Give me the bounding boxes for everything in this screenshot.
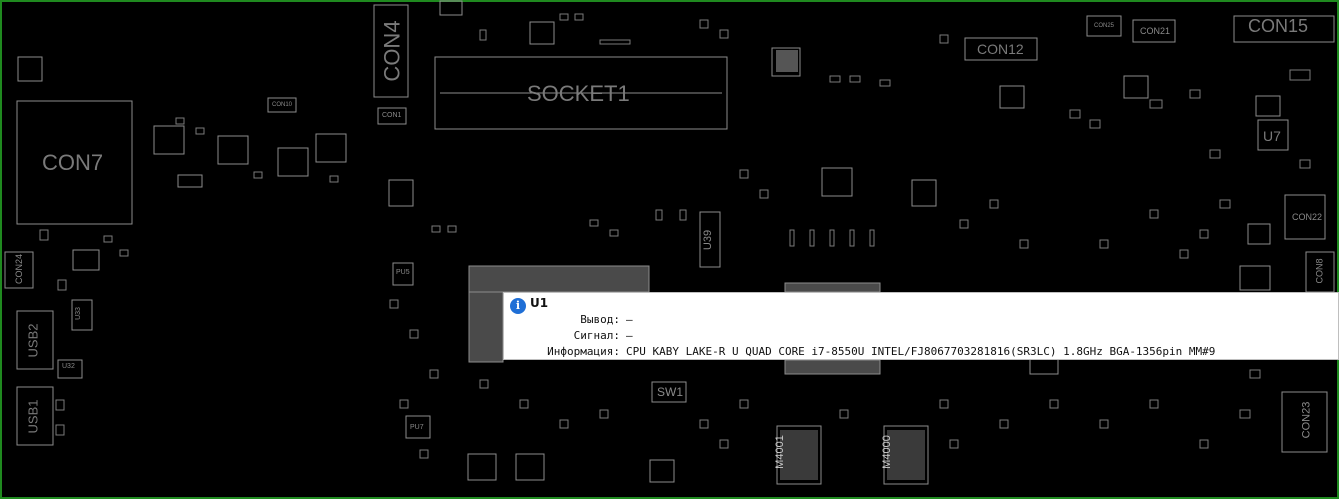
con22-label: CON22 xyxy=(1292,212,1323,222)
usb1-label: USB1 xyxy=(25,399,41,434)
con24-label: CON24 xyxy=(14,253,25,285)
u39-label: U39 xyxy=(702,229,715,251)
con25-label: CON25 xyxy=(1094,23,1115,29)
u7-label: U7 xyxy=(1263,128,1281,144)
con21-label: CON21 xyxy=(1140,26,1171,36)
socket1-label: SOCKET1 xyxy=(527,81,630,106)
tooltip-key-pin: Вывод: xyxy=(580,313,620,326)
pu7-label: PU7 xyxy=(410,424,424,431)
con7-label: CON7 xyxy=(42,150,104,175)
con23-label: CON23 xyxy=(1300,401,1313,439)
con1-label: CON1 xyxy=(382,112,402,119)
info-icon: i xyxy=(510,298,526,314)
component-info-tooltip: i U1 Вывод: — Сигнал: — Информация: CPU … xyxy=(503,292,1339,360)
con12-outline xyxy=(964,37,1038,61)
u32-label: U32 xyxy=(62,363,75,370)
tooltip-key-signal: Сигнал: xyxy=(573,329,620,342)
m4000-label: M4000 xyxy=(880,435,893,469)
con15-label: CON15 xyxy=(1248,16,1309,36)
con12-label: CON12 xyxy=(977,41,1024,57)
con15-outline xyxy=(1233,15,1335,43)
sw1-label: SW1 xyxy=(657,385,684,399)
con4-label: CON4 xyxy=(379,20,405,82)
tooltip-value-pin: — xyxy=(626,313,633,326)
con8-label: CON8 xyxy=(1314,258,1325,284)
tooltip-value-signal: — xyxy=(626,329,633,342)
m4001-label: M4001 xyxy=(773,435,786,469)
tooltip-value-info: CPU KABY LAKE-R U QUAD CORE i7-8550U INT… xyxy=(626,345,1216,358)
con7-outline xyxy=(16,100,133,225)
tooltip-key-info: Информация: xyxy=(547,345,620,358)
con10-label: CON10 xyxy=(272,102,293,108)
u33-label: U33 xyxy=(74,307,82,320)
socket1-outline xyxy=(434,56,728,130)
con4-outline xyxy=(373,4,409,98)
usb2-label: USB2 xyxy=(25,323,41,358)
pu5-label: PU5 xyxy=(396,269,410,276)
tooltip-title: U1 xyxy=(530,296,549,310)
